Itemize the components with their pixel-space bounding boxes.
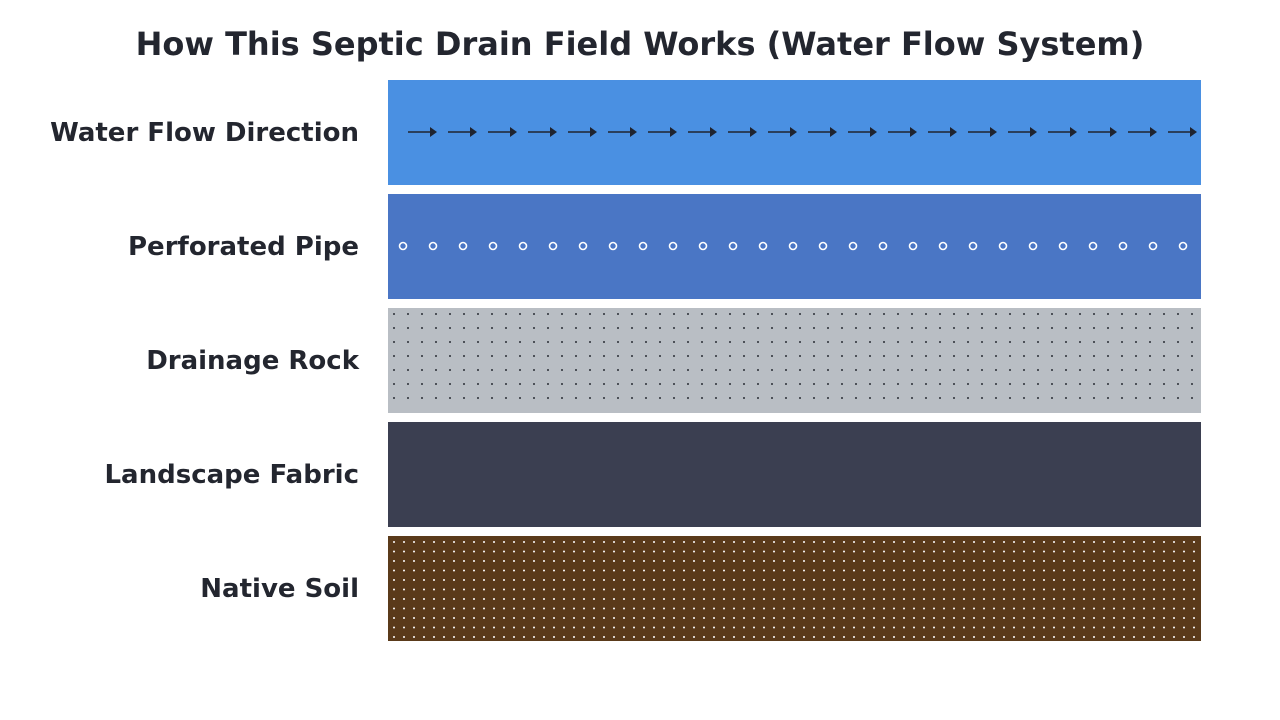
- flow-arrow-icon: [728, 127, 757, 137]
- pipe-hole-icon: [908, 241, 918, 251]
- pipe-hole-icon: [638, 241, 648, 251]
- pipe-hole-icon: [788, 241, 798, 251]
- pipe-hole-icon: [998, 241, 1008, 251]
- layer-label-landscape-fabric: Landscape Fabric: [104, 460, 359, 490]
- flow-arrow-icon: [408, 127, 437, 137]
- layer-pattern: [393, 313, 1193, 399]
- pipe-hole-icon: [818, 241, 828, 251]
- layer-band-drainage-rock: [388, 308, 1201, 413]
- flow-arrow-icon: [1088, 127, 1117, 137]
- flow-arrow-icon: [1048, 127, 1077, 137]
- pipe-hole-icon: [938, 241, 948, 251]
- flow-arrow-icon: [808, 127, 837, 137]
- pipe-hole-icon: [428, 241, 438, 251]
- pipe-hole-icon: [458, 241, 468, 251]
- layer-band-landscape-fabric: [388, 422, 1201, 527]
- pipe-hole-icon: [548, 241, 558, 251]
- flow-arrow-icon: [528, 127, 557, 137]
- pipe-hole-icon: [608, 241, 618, 251]
- flow-arrow-icon: [888, 127, 917, 137]
- flow-arrow-icon: [1008, 127, 1037, 137]
- flow-arrow-icon: [488, 127, 517, 137]
- pipe-holes-group: [398, 241, 1188, 251]
- pipe-hole-icon: [728, 241, 738, 251]
- flow-arrow-icon: [1168, 127, 1197, 137]
- flow-arrow-icon: [688, 127, 717, 137]
- flow-arrow-icon: [768, 127, 797, 137]
- layer-pattern: [398, 241, 1188, 251]
- flow-arrow-icon: [1128, 127, 1157, 137]
- layer-band-water-flow-direction: [388, 80, 1201, 185]
- flow-arrow-icon: [928, 127, 957, 137]
- layer-band-perforated-pipe: [388, 194, 1201, 299]
- flow-arrow-icon: [968, 127, 997, 137]
- pipe-hole-icon: [1028, 241, 1038, 251]
- layer-label-perforated-pipe: Perforated Pipe: [128, 232, 359, 262]
- pipe-hole-icon: [1088, 241, 1098, 251]
- pipe-hole-icon: [1148, 241, 1158, 251]
- pipe-hole-icon: [758, 241, 768, 251]
- layer-pattern: [388, 422, 1201, 527]
- flow-arrows-group: [408, 127, 1197, 137]
- pipe-hole-icon: [1118, 241, 1128, 251]
- flow-arrow-icon: [848, 127, 877, 137]
- flow-arrow-icon: [648, 127, 677, 137]
- pipe-hole-icon: [698, 241, 708, 251]
- pipe-hole-icon: [1178, 241, 1188, 251]
- pipe-hole-icon: [968, 241, 978, 251]
- pipe-hole-icon: [398, 241, 408, 251]
- layer-label-water-flow-direction: Water Flow Direction: [50, 118, 359, 148]
- layer-pattern: [393, 541, 1195, 638]
- pipe-hole-icon: [668, 241, 678, 251]
- flow-arrow-icon: [568, 127, 597, 137]
- flow-arrow-icon: [608, 127, 637, 137]
- texture-dots-group: [393, 541, 1195, 638]
- layer-label-drainage-rock: Drainage Rock: [146, 346, 359, 376]
- layer-band-native-soil: [388, 536, 1201, 641]
- layer-label-native-soil: Native Soil: [200, 574, 359, 604]
- layer-pattern: [408, 127, 1197, 137]
- diagram-title: How This Septic Drain Field Works (Water…: [135, 25, 1145, 63]
- pipe-hole-icon: [878, 241, 888, 251]
- flow-arrow-icon: [448, 127, 477, 137]
- pipe-hole-icon: [578, 241, 588, 251]
- pipe-hole-icon: [1058, 241, 1068, 251]
- pipe-hole-icon: [488, 241, 498, 251]
- pipe-hole-icon: [518, 241, 528, 251]
- texture-dots-group: [393, 313, 1193, 399]
- pipe-hole-icon: [848, 241, 858, 251]
